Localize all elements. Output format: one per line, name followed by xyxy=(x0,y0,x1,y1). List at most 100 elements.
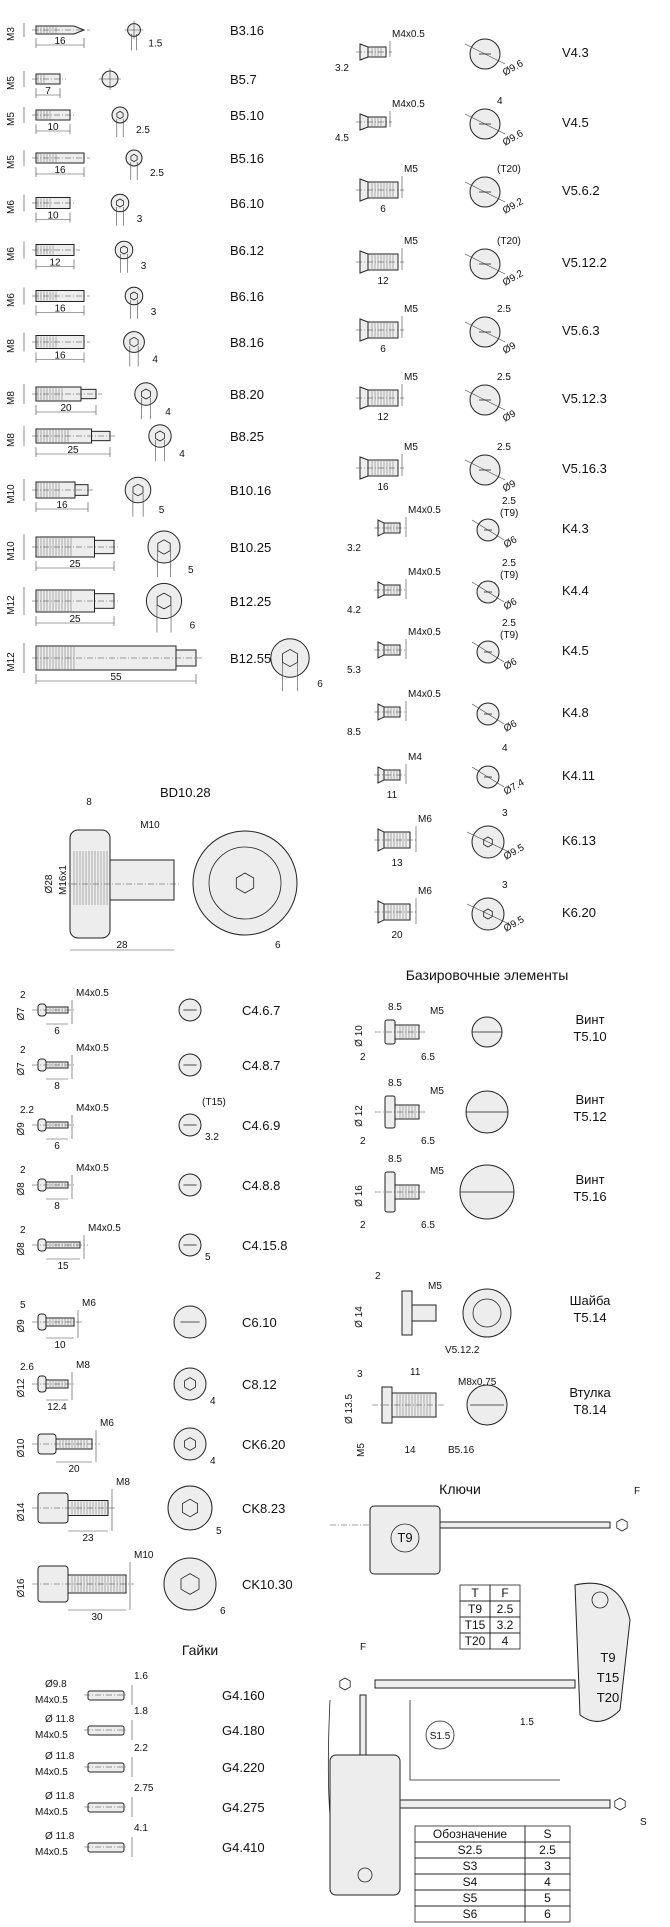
table-text: S6 xyxy=(463,1907,478,1921)
dia-label: Ø8 xyxy=(16,1242,27,1256)
thread-label: M16x1 xyxy=(58,865,69,895)
table-text: 4 xyxy=(502,1634,509,1648)
socket-size: 5 xyxy=(216,1526,222,1537)
head-dim: 3 xyxy=(357,1369,363,1380)
t-handle-label: T9 xyxy=(600,1650,615,1665)
part-code: K4.8 xyxy=(562,705,589,720)
len-label: 14 xyxy=(404,1445,416,1456)
head-label: 13 xyxy=(391,858,403,869)
part-code: C4.6.9 xyxy=(242,1118,280,1133)
socket-size: 3.2 xyxy=(205,1132,219,1143)
hex-socket-icon xyxy=(235,872,255,894)
part-code: G4.160 xyxy=(222,1688,265,1703)
socket-size: 2.5 xyxy=(502,496,516,507)
key-shaft xyxy=(399,1799,611,1809)
end-view xyxy=(125,149,143,167)
part-code: V5.6.2 xyxy=(562,183,600,198)
key-label-ring xyxy=(425,1720,455,1750)
torx-tip-icon xyxy=(339,1677,351,1691)
socket-size: 2.5 xyxy=(136,125,150,136)
table-text: S4 xyxy=(463,1875,478,1889)
socket-size: 5 xyxy=(159,505,165,516)
socket-size: 2.5 xyxy=(497,304,511,315)
hex-socket-icon xyxy=(282,648,298,668)
socket-size: 4 xyxy=(497,96,503,107)
len-label: 25 xyxy=(69,559,81,570)
s-label: S xyxy=(640,1817,647,1828)
hex-socket-icon xyxy=(130,153,138,163)
table-text: T xyxy=(471,1586,479,1600)
dia-label: Ø9 xyxy=(16,1319,27,1333)
head-label: 4.2 xyxy=(347,605,361,616)
part-code: K6.20 xyxy=(562,905,596,920)
thread-label: M10 xyxy=(140,820,160,831)
od-label: Ø 11.8 xyxy=(45,1791,75,1802)
k-screw-section: M4x0.53.22.5(T9)Ø6K4.3M4x0.54.22.5(T9)Ø6… xyxy=(347,496,596,941)
part-code: B8.20 xyxy=(230,387,264,402)
dia-label: Ø 12 xyxy=(354,1105,365,1127)
part-code: C4.6.7 xyxy=(242,1003,280,1018)
thread-label: M5 xyxy=(404,164,418,175)
socket-size: 6 xyxy=(317,679,323,690)
socket-size: 1.5 xyxy=(148,38,162,49)
part-name: Винт xyxy=(575,1012,604,1027)
f-label: F xyxy=(360,1642,366,1653)
socket-size: 2.5 xyxy=(497,442,511,453)
part-code: C6.10 xyxy=(242,1315,277,1330)
part-code: V5.16.3 xyxy=(562,461,607,476)
len-label: 16 xyxy=(54,36,66,47)
part-code: K4.4 xyxy=(562,583,589,598)
dia-label: Ø7.4 xyxy=(502,777,527,798)
thread-label: M6 xyxy=(418,886,432,897)
hex-socket-icon xyxy=(141,388,151,400)
key-label: T9 xyxy=(397,1530,412,1545)
part-code: T5.10 xyxy=(573,1029,606,1044)
socket-size: 6 xyxy=(190,621,196,632)
end-view xyxy=(124,286,144,306)
len-label: 15 xyxy=(57,1261,69,1272)
key-handle-icon xyxy=(369,1505,441,1575)
thread-label: M6 xyxy=(100,1418,114,1429)
len-label: 6.5 xyxy=(421,1220,435,1231)
part-name: Втулка xyxy=(569,1385,611,1400)
table-text: 4 xyxy=(544,1875,551,1889)
socket-size: 3 xyxy=(141,261,147,272)
part-code: V5.12.2 xyxy=(562,255,607,270)
part-code: C8.12 xyxy=(242,1377,277,1392)
len-label: 10 xyxy=(47,122,59,133)
dia-label: Ø10 xyxy=(16,1438,27,1457)
od-label: Ø 11.8 xyxy=(45,1831,75,1842)
hex-socket-icon xyxy=(130,291,138,301)
head-label: 12 xyxy=(377,276,389,287)
nut-body xyxy=(87,1690,125,1701)
end-view xyxy=(192,830,298,936)
dim-value: Ø28 xyxy=(44,874,55,893)
part-code: T5.14 xyxy=(573,1310,606,1325)
thread-label: M5 xyxy=(430,1006,444,1017)
table-text: S3 xyxy=(463,1859,478,1873)
dia-label: Ø9.2 xyxy=(501,268,526,289)
head-label: 20 xyxy=(391,930,403,941)
socket-size: 2.5 xyxy=(502,618,516,629)
socket-size: 4 xyxy=(165,407,171,418)
len-label: 6 xyxy=(54,1141,60,1152)
key-label-ring xyxy=(390,1523,420,1553)
knob-stem xyxy=(109,859,175,901)
screw-head xyxy=(37,1492,69,1524)
od-label: Ø 11.8 xyxy=(45,1751,75,1762)
table-text: F xyxy=(501,1586,508,1600)
len-label: 16 xyxy=(54,351,66,362)
head-label: 16 xyxy=(377,482,389,493)
thread-label: M8 xyxy=(116,1477,130,1488)
dia-label: Ø9.5 xyxy=(502,914,527,935)
thread-label: M4 xyxy=(408,752,422,763)
len-label: 10 xyxy=(47,211,59,222)
f-label: F xyxy=(634,1486,640,1497)
head-label: 6 xyxy=(380,344,386,355)
table-cell xyxy=(524,1905,571,1923)
head-dim: 8.5 xyxy=(388,1154,402,1165)
table-text: S xyxy=(543,1827,551,1841)
socket-size: (T20) xyxy=(497,164,521,175)
